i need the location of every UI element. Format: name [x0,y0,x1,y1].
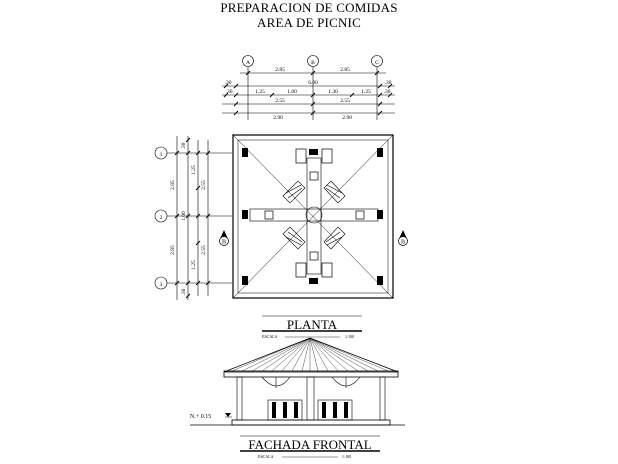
left-dimension-labels: 1 2 3 2.85 2.85 .30 .30 1.00 1.25 1.25 2… [160,142,207,295]
columns [242,148,383,285]
top-dimension-labels: A B C 2.85 2.85 6.00 .30 .30 1.25 1.00 1… [225,60,392,121]
dim-text: 2.55 [201,245,207,255]
dim-text: 1.25 [191,165,197,175]
grid-label-1: 1 [160,152,163,158]
section-marker-left: B [219,230,229,246]
section-label: B [222,240,226,246]
elevation-scale-value: 1:100 [342,454,351,459]
dim-text: 2.90 [273,115,283,121]
dim-text: 2.85 [275,67,285,73]
dim-text: 1.25 [255,89,265,95]
dim-text: 2.85 [170,245,176,255]
dim-text: 2.55 [275,98,285,104]
dim-text: 2.85 [170,180,176,190]
dim-text: 1.00 [287,89,297,95]
drawing-title-line2: AREA DE PICNIC [257,15,361,30]
dim-text: 2.90 [342,115,352,121]
grid-label-3: 3 [160,282,163,288]
drawing-title-line1: PREPARACION DE COMIDAS [220,0,398,15]
dim-text: 1.00 [181,211,187,221]
plan-scale-value: 1:100 [345,334,354,339]
elevation-scale-label: ESCALA [258,454,274,459]
dim-text: 6.00 [308,80,318,86]
grid-bubble-b [307,55,319,67]
top-dimension-block [222,55,395,120]
dim-text: 2.55 [201,180,207,190]
plan-scale-label: ESCALA [262,334,278,339]
grid-label-a: A [246,60,250,66]
grid-label-c: C [375,60,379,66]
plan-caption: PLANTA ESCALA 1:100 [262,315,362,339]
dim-text: 2.85 [340,67,350,73]
dim-text: 1.25 [361,89,371,95]
grid-label-b: B [311,60,315,66]
level-label: N.+ 0.15 [190,414,211,420]
dim-text: 1.25 [191,260,197,270]
grid-bubble-a [242,55,254,67]
dim-text: 2.55 [340,98,350,104]
dim-text: .30 [225,80,232,86]
floor-plan [232,134,394,299]
roof-outline [232,134,394,299]
front-elevation [190,337,405,426]
plan-caption-text: PLANTA [287,317,338,332]
section-label: B [401,240,405,246]
grid-label-2: 2 [160,215,163,221]
roof-inner-outline [237,139,389,294]
dim-text: .30 [181,142,187,149]
dim-text: 1.30 [328,89,338,95]
elevation-caption: FACHADA FRONTAL ESCALA 1:100 [240,435,380,459]
dim-text: .30 [384,89,391,95]
elevation-caption-text: FACHADA FRONTAL [248,437,371,452]
dim-text: .30 [226,89,233,95]
dim-text: .30 [181,288,187,295]
dim-text: .30 [385,80,392,86]
left-dimension-block [154,136,232,300]
section-marker-right: B [398,230,408,246]
grid-bubble-c [371,55,383,67]
